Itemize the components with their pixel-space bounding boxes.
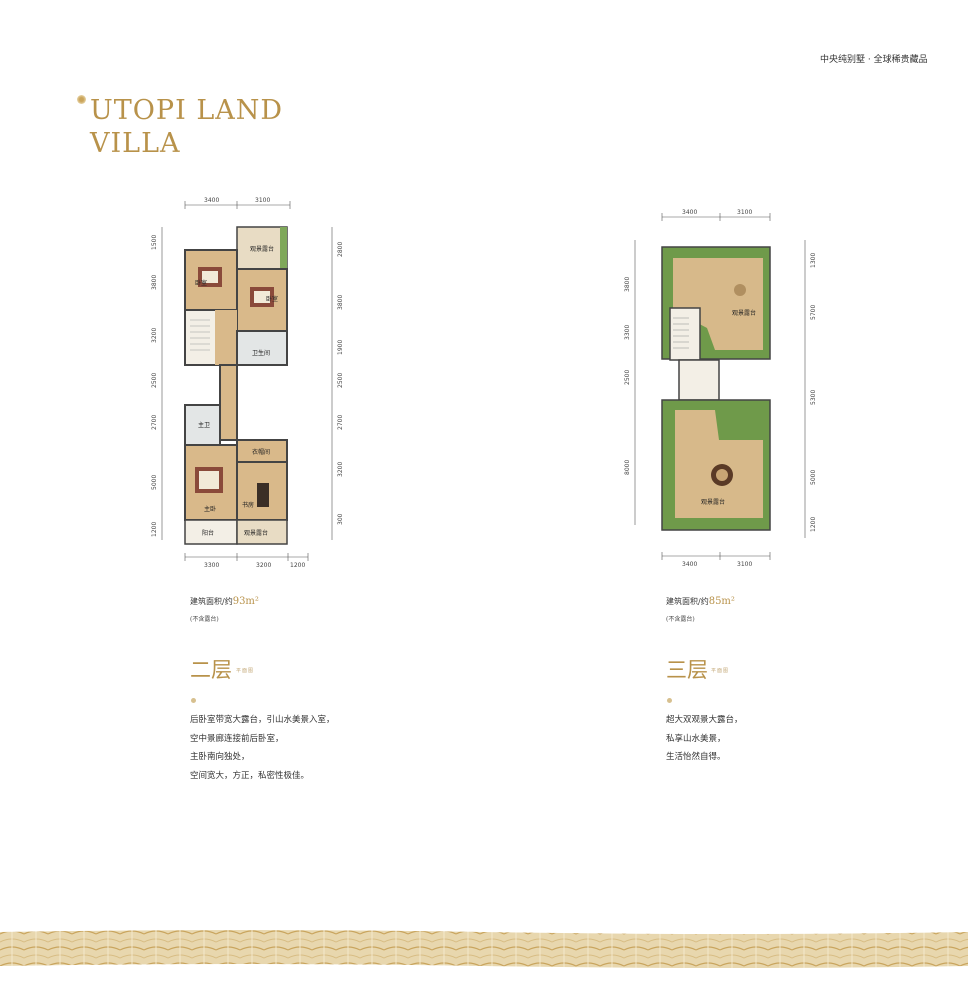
floor3-dim-top-2: 3100 <box>737 209 752 216</box>
floor2-dims-bottom: 3300 3200 1200 <box>184 553 309 569</box>
floor2-desc-line-1: 后卧室带宽大露台，引山水美景入室， <box>190 715 335 725</box>
floor2-balcony <box>184 519 238 545</box>
floor2-building <box>184 226 288 545</box>
floor3-stair <box>669 307 701 361</box>
floor3-description: 超大双观景大露台， 私享山水美景， 生活怡然自得。 <box>666 711 743 767</box>
floor2-desc-line-2: 空中景廊连接前后卧室， <box>190 733 284 744</box>
floor2-room-label-balcony: 阳台 <box>202 529 214 537</box>
floor2-room-label-terrace-bottom: 观景露台 <box>244 529 268 537</box>
floor2-dim-left-7: 1200 <box>151 522 158 537</box>
floor3-dims-left: 3800 3300 2500 8000 <box>624 240 636 525</box>
floor2-room-label-bedroom1: 卧室 <box>195 279 207 287</box>
floor3-room-label-terrace-top: 观景露台 <box>732 309 756 317</box>
floor2-dim-left-5: 2700 <box>151 415 158 430</box>
floor3-area-value: 85m² <box>708 596 735 607</box>
floor2-dim-right-6: 3200 <box>337 462 344 477</box>
floor3-dim-right-1: 1300 <box>810 253 817 268</box>
floor3-plan: 3400 3100 3400 3100 3800 3300 2500 8000 … <box>624 209 817 568</box>
floor2-dim-left-1: 1500 <box>151 235 158 250</box>
floor2-description: 后卧室带宽大露台，引山水美景入室， 空中景廊连接前后卧室， 主卧南向独处， 空间… <box>190 711 335 785</box>
floor2-dims-top: 3400 3100 <box>184 197 291 209</box>
floor3-dim-bottom-1: 3400 <box>682 561 697 568</box>
floor3-room-label-terrace-bottom: 观景露台 <box>701 498 725 506</box>
floor2-corridor <box>219 364 238 441</box>
floor3-dim-right-5: 1200 <box>810 517 817 532</box>
floor2-dim-left-2: 3800 <box>151 275 158 290</box>
floor3-dims-top: 3400 3100 <box>661 209 771 221</box>
floor2-desc-line-3: 主卧南向独处， <box>190 752 250 762</box>
floor3-desc-line-2: 私享山水美景， <box>666 733 726 744</box>
floor2-dim-bottom-3: 1200 <box>290 562 305 569</box>
floor2-subtitle: 平面图 <box>236 668 255 674</box>
floor2-area-value: 93m² <box>232 596 259 607</box>
floor2-plan: 3400 3100 3300 3200 1200 1500 3800 3200 … <box>151 197 344 569</box>
floor3-desc-line-1: 超大双观景大露台， <box>666 715 743 725</box>
floor3-area: 建筑面积/约85m² <box>666 596 735 607</box>
floor2-room-label-study: 书房 <box>242 501 254 509</box>
floor3-dim-right-3: 5300 <box>810 390 817 405</box>
floor2-dims-right: 2800 3800 1900 2500 2700 3200 300 <box>331 227 344 540</box>
floor3-title: 三层 <box>666 658 708 682</box>
floor3-dims-right: 1300 5700 5300 5000 1200 <box>804 240 817 538</box>
brand-line-2: VILLA <box>90 128 181 159</box>
floor2-dim-bottom-2: 3200 <box>256 562 271 569</box>
floor2-dim-right-4: 2500 <box>337 373 344 388</box>
floor2-room-label-closet: 衣帽间 <box>252 448 270 456</box>
floor2-area-prefix: 建筑面积/约 <box>190 597 233 606</box>
floor2-dim-left-6: 5000 <box>151 475 158 490</box>
floor2-dim-left-4: 2500 <box>151 373 158 388</box>
floor3-dim-bottom-2: 3100 <box>737 561 752 568</box>
floor3-desc-line-3: 生活怡然自得。 <box>666 752 726 762</box>
floor2-bullet-icon <box>191 698 196 703</box>
floor2-room-label-bath: 卫生间 <box>252 349 270 357</box>
floor3-dim-left-2: 3300 <box>624 325 631 340</box>
floor3-subtitle: 平面图 <box>711 668 730 674</box>
floor2-dim-bottom-1: 3300 <box>204 562 219 569</box>
brand-line-1: UTOPI LAND <box>90 95 284 126</box>
footer-decorative-band <box>0 930 968 968</box>
floor2-room-label-bedroom2: 卧室 <box>266 295 278 303</box>
floor2-bathroom <box>236 330 288 366</box>
floor2-desc-line-4: 空间宽大，方正，私密性极佳。 <box>190 770 310 781</box>
floor3-area-prefix: 建筑面积/约 <box>666 597 709 606</box>
floor2-dim-right-1: 2800 <box>337 242 344 257</box>
brand-logo-icon <box>77 95 86 104</box>
floor2-dim-right-7: 300 <box>337 513 344 525</box>
floor3-dims-bottom: 3400 3100 <box>661 552 771 568</box>
floor3-building <box>661 246 771 531</box>
floor2-terrace-bottom <box>236 519 288 545</box>
floor3-dim-right-2: 5700 <box>810 305 817 320</box>
floor2-dim-right-5: 2700 <box>337 415 344 430</box>
floor3-dim-left-4: 8000 <box>624 460 631 475</box>
floor3-dim-top-1: 3400 <box>682 209 697 216</box>
floor2-dim-top-2: 3100 <box>255 197 270 204</box>
floor2-dim-top-1: 3400 <box>204 197 219 204</box>
floor2-area: 建筑面积/约93m² <box>190 596 259 607</box>
floor2-title: 二层 <box>190 658 232 682</box>
floor2-dim-left-3: 3200 <box>151 328 158 343</box>
brand-title: UTOPI LAND VILLA <box>90 94 283 160</box>
floor2-room-label-bath2: 主卫 <box>198 421 210 429</box>
floor3-bullet-icon <box>667 698 672 703</box>
floor2-dim-right-3: 1900 <box>337 340 344 355</box>
floor2-room-label-terrace-top: 观景露台 <box>250 245 274 253</box>
floor2-dims-left: 1500 3800 3200 2500 2700 5000 1200 <box>151 227 163 540</box>
floor3-dim-left-3: 2500 <box>624 370 631 385</box>
floor3-area-note: (不含露台) <box>666 616 695 623</box>
floor3-dim-right-4: 5000 <box>810 470 817 485</box>
floor2-area-note: (不含露台) <box>190 616 219 623</box>
floor2-room-label-master: 主卧 <box>204 505 216 513</box>
floor2-terrace-top <box>236 226 288 270</box>
floor2-dim-right-2: 3800 <box>337 295 344 310</box>
floor3-dim-left-1: 3800 <box>624 277 631 292</box>
header-tagline: 中央纯别墅 · 全球稀贵藏品 <box>820 55 928 65</box>
